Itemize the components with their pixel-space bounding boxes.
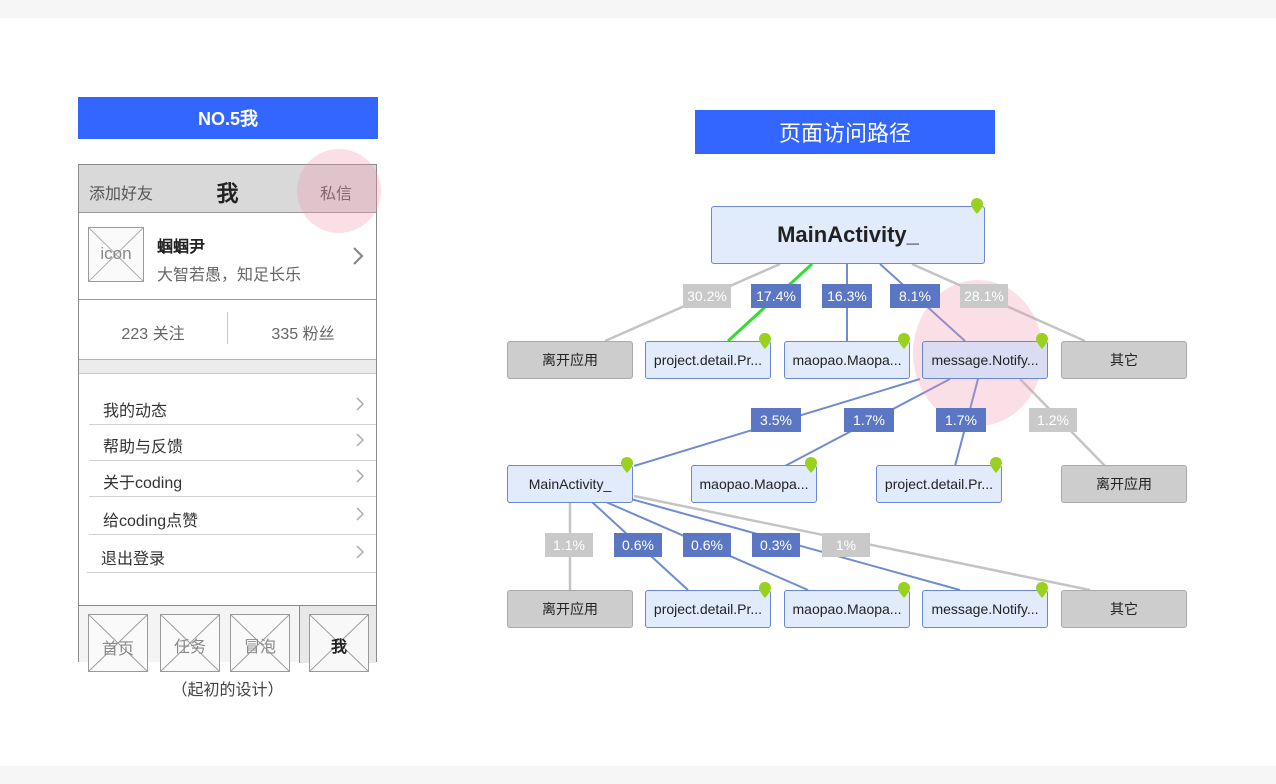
location-pin-icon <box>1036 333 1048 349</box>
tab-label: 冒泡 <box>243 639 276 656</box>
add-friend-button[interactable]: 添加好友 <box>89 186 154 203</box>
section-gap <box>79 360 376 374</box>
phone-wireframe: 添加好友 我 私信 icon 蝈蝈尹 大智若愚，知足长乐 223 关注 335 … <box>78 164 377 672</box>
location-pin-icon <box>990 457 1002 473</box>
flow-node-l3-exit[interactable]: 离开应用 <box>507 590 633 628</box>
tab-home[interactable]: 首页 <box>88 614 148 672</box>
tab-label: 首页 <box>101 641 134 658</box>
tab-bar: 首页 任务 冒泡 我 <box>79 605 376 672</box>
highlight-circle <box>297 149 381 233</box>
profile-row[interactable]: icon 蝈蝈尹 大智若愚，知足长乐 <box>79 213 376 300</box>
chevron-right-icon <box>356 543 365 564</box>
chevron-right-icon <box>356 467 365 488</box>
flow-node-l2-exit[interactable]: 离开应用 <box>1061 465 1187 503</box>
menu-item-logout[interactable]: 退出登录 <box>87 535 376 573</box>
fans-count[interactable]: 335 粉丝 <box>271 326 335 343</box>
flow-badge-l1-maopao: 16.3% <box>822 284 872 308</box>
canvas: NO.5我 添加好友 我 私信 icon 蝈蝈尹 大智若愚，知足长乐 223 关… <box>0 18 1276 766</box>
menu-item-label: 我的动态 <box>103 403 168 420</box>
location-pin-icon <box>759 582 771 598</box>
menu-item-label: 给coding点赞 <box>103 513 199 530</box>
tab-bubble[interactable]: 冒泡 <box>230 614 290 672</box>
flow-badge-l1-other: 28.1% <box>960 284 1008 308</box>
flow-node-l2-maopao[interactable]: maopao.Maopa... <box>691 465 817 503</box>
tab-me[interactable]: 我 <box>309 614 369 672</box>
flow-badge-l1-message: 8.1% <box>890 284 940 308</box>
menu-item-about[interactable]: 关于coding <box>89 459 376 497</box>
location-pin-icon <box>621 457 633 473</box>
flow-badge-l3-other: 1% <box>822 533 870 557</box>
flow-node-l2-main[interactable]: MainActivity_ <box>507 465 633 503</box>
tab-tasks[interactable]: 任务 <box>160 614 220 672</box>
chevron-right-icon <box>356 505 365 526</box>
tab-label: 我 <box>330 639 347 656</box>
location-pin-icon <box>898 333 910 349</box>
flow-node-l1-maopao[interactable]: maopao.Maopa... <box>784 341 910 379</box>
flow-node-l3-message[interactable]: message.Notify... <box>922 590 1048 628</box>
page-title: 我 <box>216 181 239 206</box>
flow-badge-l2-main: 3.5% <box>751 408 801 432</box>
flow-badge-l3-maopao: 0.6% <box>683 533 731 557</box>
flow-badge-l3-message: 0.3% <box>752 533 800 557</box>
menu-item-like[interactable]: 给coding点赞 <box>89 497 376 535</box>
flow-node-root[interactable]: MainActivity_ <box>711 206 985 264</box>
following-count[interactable]: 223 关注 <box>121 326 185 343</box>
avatar-label: icon <box>100 244 132 263</box>
flow-badge-l3-exit: 1.1% <box>545 533 593 557</box>
profile-bio: 大智若愚，知足长乐 <box>157 267 302 284</box>
stats-row: 223 关注 335 粉丝 <box>79 300 376 360</box>
menu-item-label: 退出登录 <box>101 551 166 568</box>
profile-name: 蝈蝈尹 <box>157 239 206 256</box>
stats-divider <box>227 312 228 344</box>
flow-node-l3-other[interactable]: 其它 <box>1061 590 1187 628</box>
flow-banner: 页面访问路径 <box>695 110 995 154</box>
location-pin-icon <box>805 457 817 473</box>
flow-node-l2-project[interactable]: project.detail.Pr... <box>876 465 1002 503</box>
menu-item-help[interactable]: 帮助与反馈 <box>89 423 376 461</box>
flow-badge-l3-project: 0.6% <box>614 533 662 557</box>
chevron-right-icon <box>356 431 365 452</box>
location-pin-icon <box>759 333 771 349</box>
menu-item-label: 帮助与反馈 <box>103 439 184 456</box>
avatar: icon <box>88 227 144 282</box>
flow-badge-l2-exit: 1.2% <box>1029 408 1077 432</box>
flow-node-l1-message[interactable]: message.Notify... <box>922 341 1048 379</box>
flow-node-l1-project[interactable]: project.detail.Pr... <box>645 341 771 379</box>
flow-node-l3-project[interactable]: project.detail.Pr... <box>645 590 771 628</box>
tab-label: 任务 <box>173 639 206 656</box>
phone-header: 添加好友 我 私信 <box>79 165 376 213</box>
chevron-right-icon <box>356 395 365 416</box>
chevron-right-icon <box>352 246 364 271</box>
private-message-button[interactable]: 私信 <box>319 186 352 203</box>
location-pin-icon <box>1036 582 1048 598</box>
flow-badge-l1-project: 17.4% <box>751 284 801 308</box>
menu-item-activity[interactable]: 我的动态 <box>89 387 376 425</box>
phone-banner: NO.5我 <box>78 97 378 139</box>
menu-item-label: 关于coding <box>103 475 183 492</box>
design-caption: （起初的设计） <box>171 682 284 699</box>
location-pin-icon <box>971 198 983 214</box>
flow-badge-l2-maopao: 1.7% <box>844 408 894 432</box>
flow-badge-l2-project: 1.7% <box>936 408 986 432</box>
location-pin-icon <box>898 582 910 598</box>
flow-node-l3-maopao[interactable]: maopao.Maopa... <box>784 590 910 628</box>
flow-node-l1-exit[interactable]: 离开应用 <box>507 341 633 379</box>
flow-node-l1-other[interactable]: 其它 <box>1061 341 1187 379</box>
flow-connectors <box>568 262 1106 592</box>
flow-badge-l1-exit: 30.2% <box>683 284 731 308</box>
